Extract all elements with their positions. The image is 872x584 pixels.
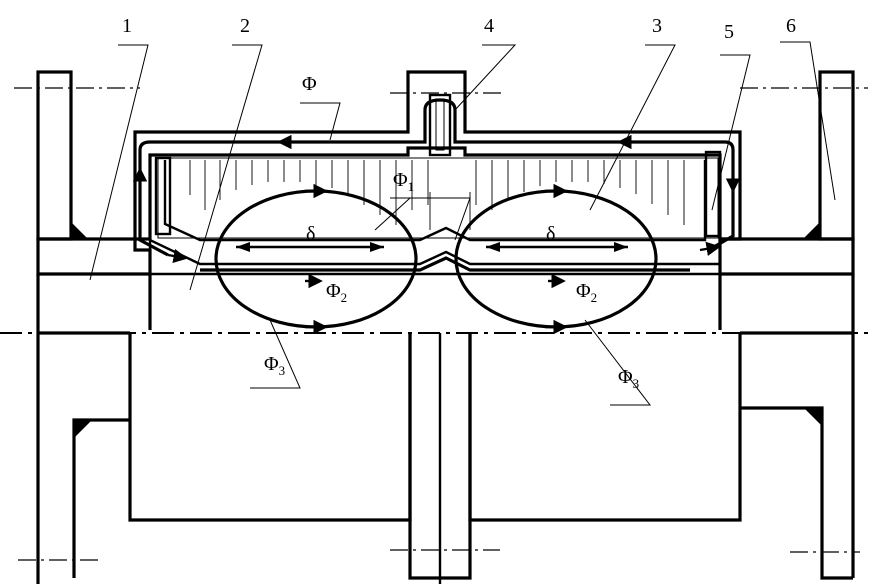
phi3-left-sub: 3 <box>279 363 286 378</box>
leader-lines <box>89 41 836 406</box>
flux-loop-left <box>214 189 418 329</box>
flux-label-phi2-right: Φ2 <box>576 280 597 305</box>
gap-symbol-right: δ <box>546 223 555 245</box>
phi1-base: Φ <box>393 169 408 191</box>
part-label-4: 4 <box>484 15 494 37</box>
gap-dimension-left <box>236 242 384 252</box>
flux-label-main: Φ <box>302 73 317 95</box>
flux-label-phi2-left: Φ2 <box>326 280 347 305</box>
gap-symbol-left: δ <box>306 223 315 245</box>
shaft-lower-body <box>36 274 855 584</box>
flux-path-main <box>138 98 735 257</box>
flux-arrow-left-bottom <box>167 248 188 264</box>
phi2-left-base: Φ <box>326 280 341 302</box>
phi3-right-sub: 3 <box>633 376 640 391</box>
flux-label-phi1: Φ1 <box>393 169 414 194</box>
magnet-cavity <box>157 157 719 242</box>
flux-arrow-right-bottom <box>699 241 721 256</box>
gap-dimension-right <box>486 242 628 252</box>
phi3-left-base: Φ <box>264 353 279 375</box>
air-gap-line <box>200 256 690 272</box>
part-label-1: 1 <box>122 15 132 37</box>
part-label-2: 2 <box>240 15 250 37</box>
pin-part-4 <box>428 93 452 157</box>
flux-label-phi3-right: Φ3 <box>618 366 639 391</box>
phi2-right-base: Φ <box>576 280 591 302</box>
part-label-3: 3 <box>652 15 662 37</box>
phi2-left-sub: 2 <box>341 290 348 305</box>
phi3-right-base: Φ <box>618 366 633 388</box>
end-ring-left <box>154 156 172 236</box>
left-flange-section <box>36 70 88 241</box>
part-label-6: 6 <box>786 15 796 37</box>
flux-label-phi3-left: Φ3 <box>264 353 285 378</box>
part-label-5: 5 <box>724 21 734 43</box>
phi2-right-sub: 2 <box>591 290 598 305</box>
phi1-sub: 1 <box>408 179 415 194</box>
flux-loop-right <box>454 189 658 329</box>
end-ring-right <box>704 150 722 238</box>
